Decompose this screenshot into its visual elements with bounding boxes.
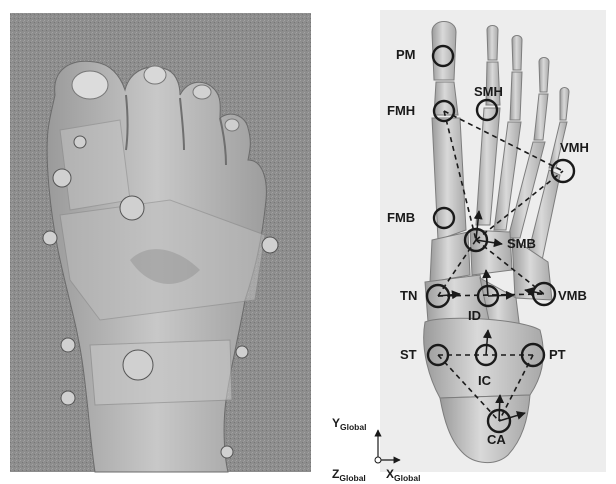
label-VMH: VMH <box>560 140 589 155</box>
global-z-origin <box>375 457 381 463</box>
bone-toe4-distal <box>539 58 549 93</box>
tape-patch-ankle <box>90 340 232 405</box>
photo-marker <box>74 136 86 148</box>
bone-toe2-distal <box>487 26 498 61</box>
photo-marker <box>61 338 75 352</box>
label-IC: IC <box>478 373 492 388</box>
photo-marker <box>120 196 144 220</box>
label-CA: CA <box>487 432 506 447</box>
label-ST: ST <box>400 347 417 362</box>
big-toe-nail <box>72 71 108 99</box>
bone-toe3-distal <box>512 36 522 71</box>
photo-panel <box>10 13 311 472</box>
global-y-label: YGlobal <box>332 416 366 432</box>
tape-patch-toe <box>60 120 130 210</box>
fourth-toe-nail <box>225 119 239 131</box>
photo-marker <box>236 346 248 358</box>
bone-toe3-proximal <box>510 72 522 120</box>
label-FMH: FMH <box>387 103 415 118</box>
photo-marker <box>262 237 278 253</box>
skeleton-panel: PM SMH FMH VMH FMB SMB TN ID VMB ST IC P… <box>380 10 606 472</box>
axis-arrow-CA-y <box>499 395 500 421</box>
label-PM: PM <box>396 47 416 62</box>
third-toe-nail <box>193 85 211 99</box>
label-TN: TN <box>400 288 417 303</box>
label-SMH: SMH <box>474 84 503 99</box>
global-z-label: ZGlobal <box>332 467 366 483</box>
photo-marker <box>61 391 75 405</box>
label-SMB: SMB <box>507 236 536 251</box>
axis-arrow-ID-x <box>488 295 514 296</box>
label-PT: PT <box>549 347 566 362</box>
bone-metatarsal-1 <box>432 118 466 240</box>
label-ID: ID <box>468 308 481 323</box>
photo-marker <box>53 169 71 187</box>
label-VMB: VMB <box>558 288 587 303</box>
photo-marker <box>221 446 233 458</box>
label-FMB: FMB <box>387 210 415 225</box>
photo-marker <box>123 350 153 380</box>
photo-marker <box>43 231 57 245</box>
second-toe-nail <box>144 66 166 84</box>
